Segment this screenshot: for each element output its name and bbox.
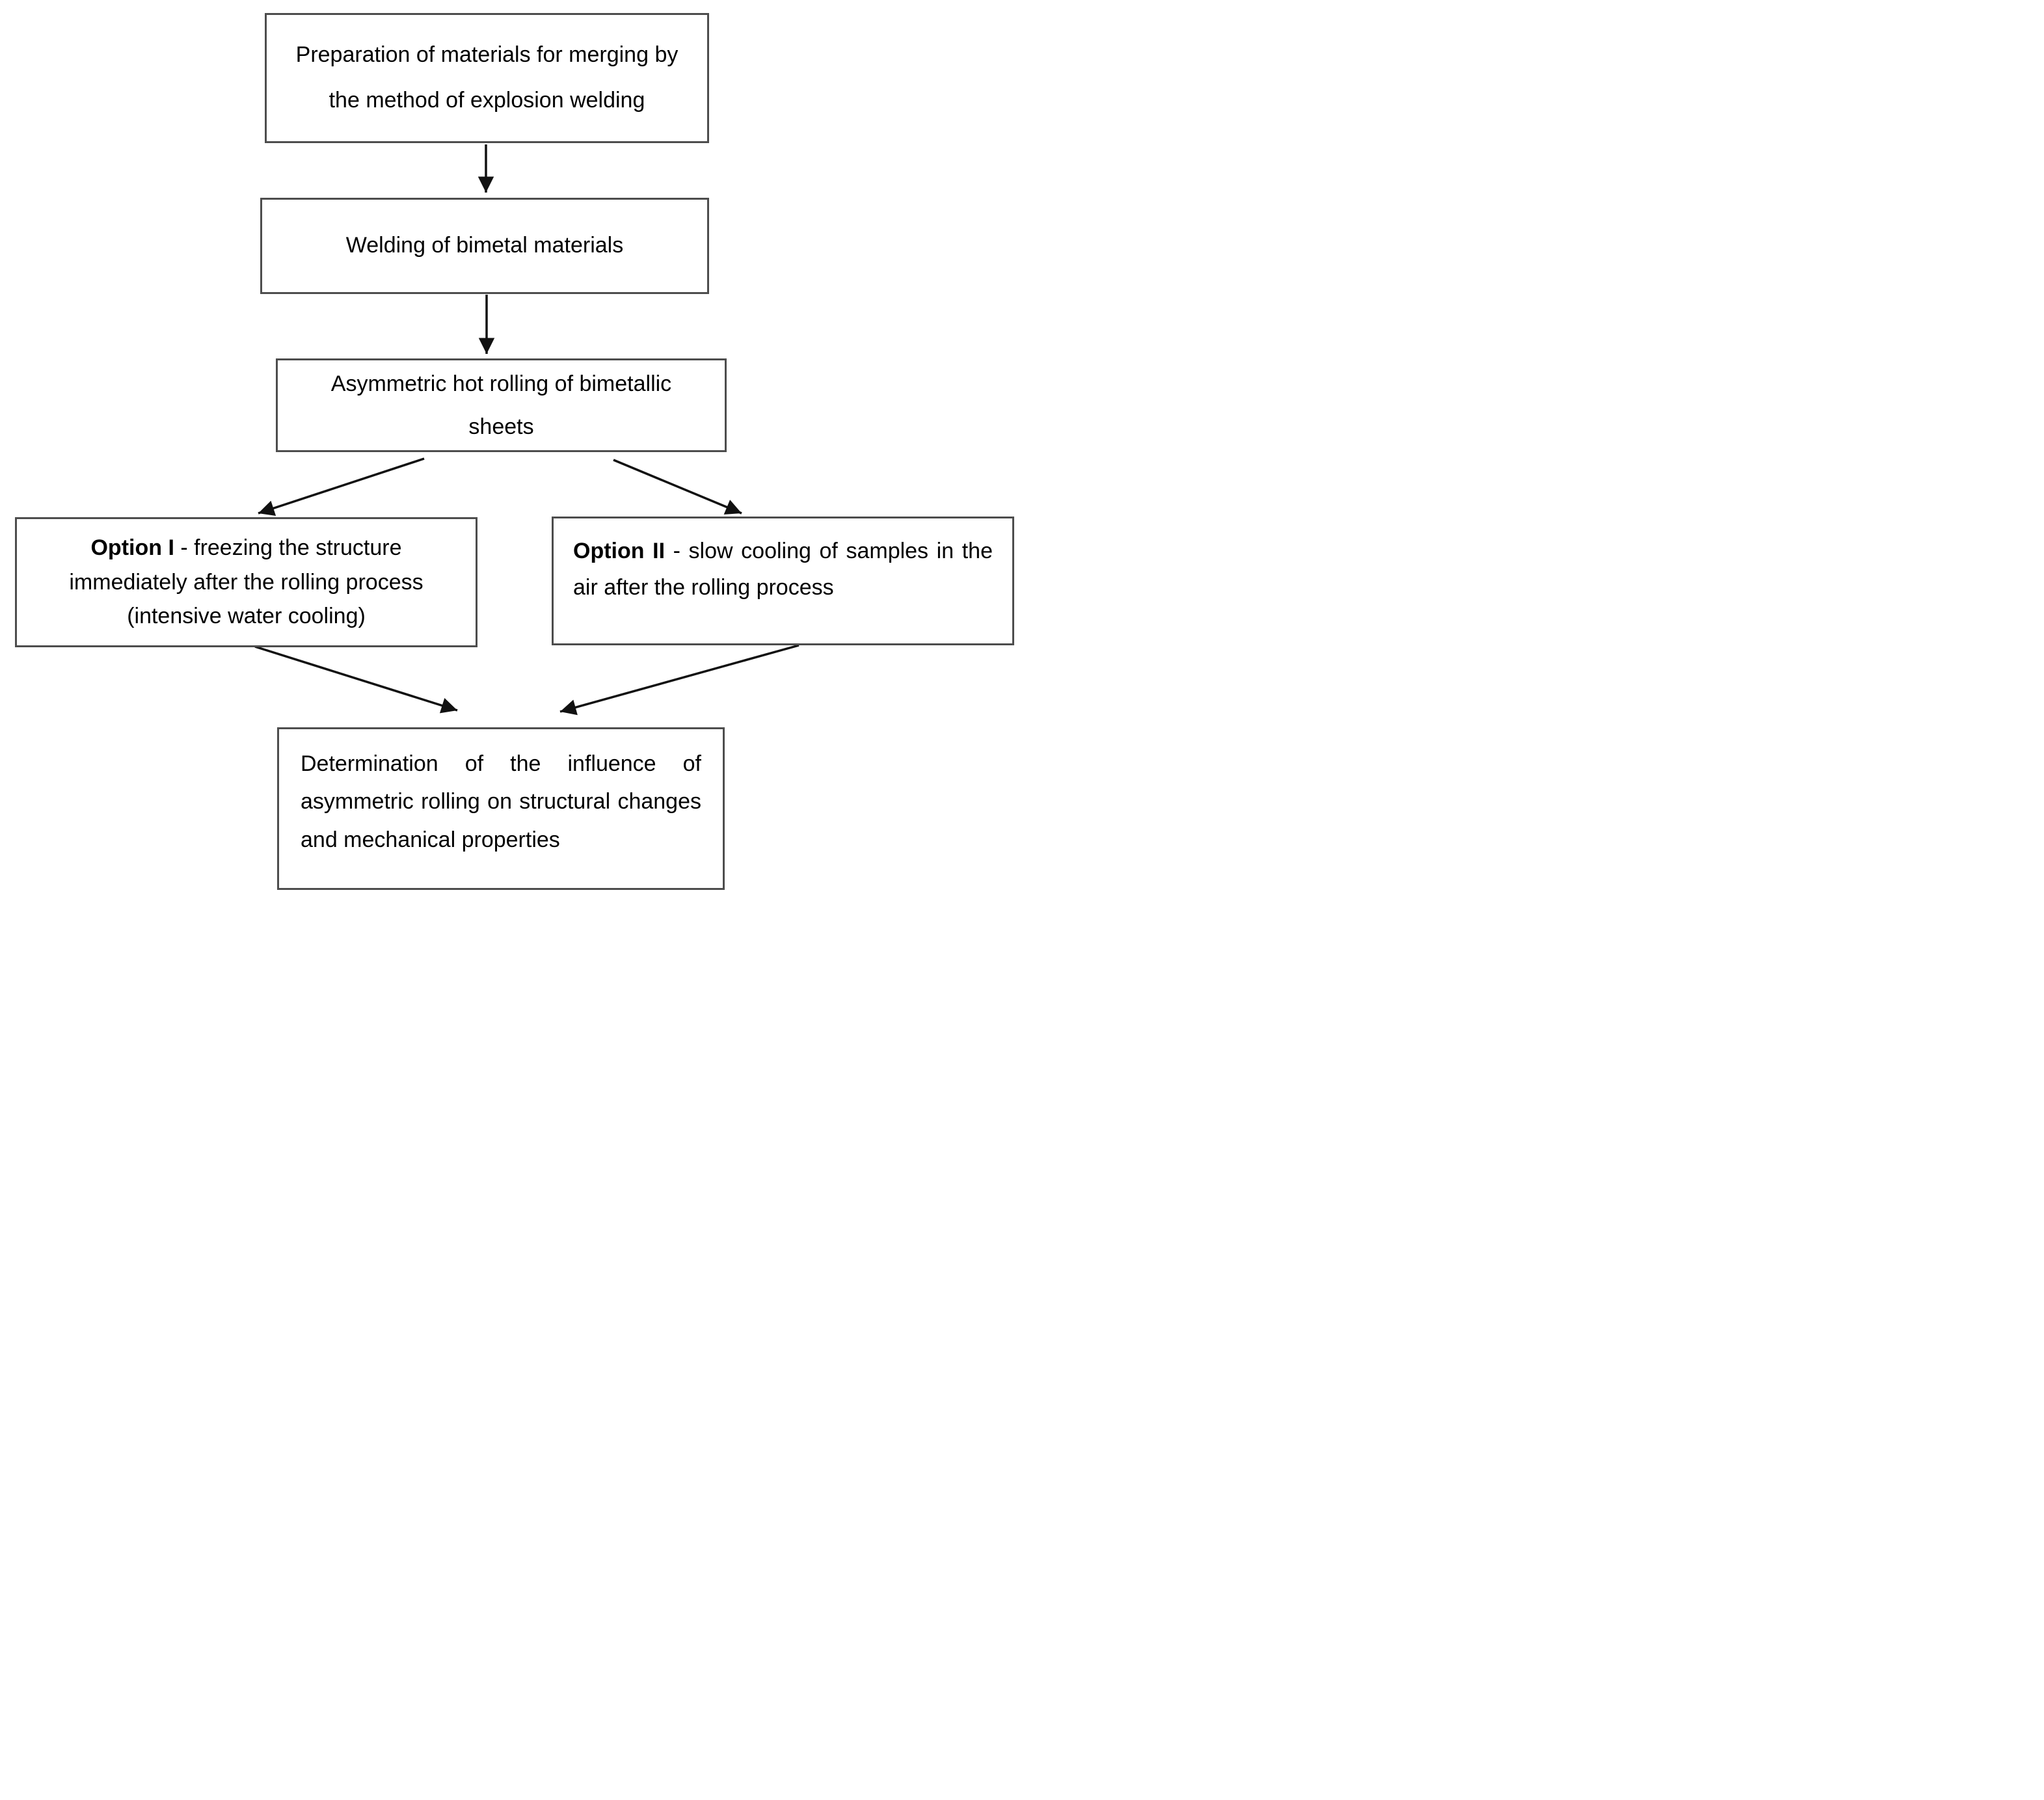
option-2-description: - slow cooling of samples in the air aft…: [573, 539, 993, 600]
node-welding: Welding of bimetal materials: [260, 198, 709, 294]
arrow-option1-to-determination: [254, 645, 458, 714]
arrow-option2-to-determination: [559, 644, 800, 716]
node-option-2-label: Option II - slow cooling of samples in t…: [573, 533, 993, 606]
node-option-1-label: Option I - freezing the structure immedi…: [35, 531, 457, 634]
node-welding-label: Welding of bimetal materials: [345, 233, 624, 258]
flowchart-canvas: Preparation of materials for merging by …: [0, 0, 1022, 900]
node-rolling-label: Asymmetric hot rolling of bimetallic she…: [330, 371, 672, 439]
node-option-2: Option II - slow cooling of samples in t…: [552, 517, 1014, 645]
node-option-1: Option I - freezing the structure immedi…: [15, 517, 477, 647]
option-1-description: - freezing the structure immediately aft…: [69, 535, 424, 629]
node-preparation-label: Preparation of materials for merging by …: [295, 42, 679, 113]
option-1-bold-label: Option I: [90, 535, 174, 560]
node-determination-label: Determination of the influence of asymme…: [301, 751, 701, 852]
option-2-bold-label: Option II: [573, 539, 666, 563]
node-rolling: Asymmetric hot rolling of bimetallic she…: [276, 358, 727, 452]
node-determination: Determination of the influence of asymme…: [277, 727, 725, 890]
arrow-rolling-to-option1: [258, 457, 425, 516]
node-preparation: Preparation of materials for merging by …: [265, 13, 709, 143]
arrow-rolling-to-option2: [613, 459, 742, 515]
